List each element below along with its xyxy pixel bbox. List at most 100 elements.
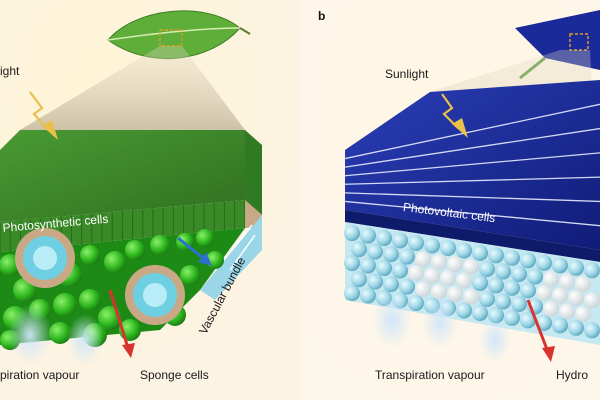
vascular-bundle-right [125,265,185,325]
pv-bead [383,246,399,263]
pv-bead [520,252,536,269]
pv-bead [552,317,568,334]
pv-bead [392,262,408,279]
pv-bead [520,282,536,299]
pv-bead [431,253,447,270]
pv-bead [584,322,600,339]
sponge-cell [150,235,170,255]
pv-grid-line [344,192,600,203]
pv-bead [456,272,472,289]
pv-bead [575,305,591,322]
pv-bead [536,254,552,271]
pv-bead [520,312,536,329]
pv-bead [367,273,383,290]
vapour-right [372,292,511,362]
pv-bead [440,269,456,286]
pv-bead [536,284,552,301]
pv-bead [584,292,600,309]
pv-bead [392,232,408,249]
pv-bead [472,274,488,291]
sponge-cell [53,293,77,317]
pv-bead [568,289,584,306]
red-arrow-right [526,299,555,362]
pv-bead [367,243,383,260]
pv-bead [504,309,520,326]
sponge-cell [125,240,145,260]
pv-bead [536,314,552,331]
blue-arrow [177,236,212,266]
pv-bead [456,242,472,259]
pv-bead [360,227,376,244]
pv-bead [552,287,568,304]
pv-bead [376,260,392,277]
pv-bead [488,247,504,264]
pv-bead [472,244,488,261]
pv-bead [399,248,415,265]
pv-bead [360,257,376,274]
vascular-bundle-left [15,228,75,288]
pv-bead [344,285,360,302]
red-arrow-left [108,289,135,358]
pv-bead [383,276,399,293]
label-sunlight-left: ight [0,64,20,78]
pv-bead [415,251,431,268]
pv-bead [351,241,367,258]
sunlight-arrow-right [441,93,468,138]
sponge-cell [49,322,71,344]
pv-bead [360,287,376,304]
pv-bead [511,265,527,282]
sunlight-arrow-left [29,91,58,140]
pv-bead [479,291,495,308]
pv-bead [495,263,511,280]
pv-bead [479,261,495,278]
pv-bead [584,262,600,279]
pv-bead [456,302,472,319]
pv-bead [559,273,575,290]
pv-bead [408,265,424,282]
pv-bead [447,256,463,273]
pv-grid-line [344,152,600,177]
pv-bead [511,295,527,312]
pv-bead [527,268,543,285]
pv-bead [351,271,367,288]
pv-bead [552,257,568,274]
pv-bead [408,235,424,252]
sponge-cell [180,265,200,285]
label-sunlight-right: Sunlight [385,67,429,81]
pv-bead [543,270,559,287]
sponge-cell [196,229,214,247]
pv-bead [463,288,479,305]
pv-bead [447,286,463,303]
pv-bead [376,230,392,247]
leaf-zoom-cone [20,46,245,130]
pv-bead [568,319,584,336]
panel-letter-b: b [318,9,326,23]
pv-grid-line [344,176,600,185]
pv-grid-line [344,103,600,160]
pv-bead [463,258,479,275]
pv-bead [440,239,456,256]
pv-front-band [345,210,600,262]
pv-bead [408,295,424,312]
sponge-cell [80,245,100,265]
pv-bead [472,304,488,321]
pv-bead [488,277,504,294]
label-hydro: Hydro [556,368,589,382]
pv-bead [344,255,360,272]
pv-bead [504,249,520,266]
leaf-top-surface [0,130,245,222]
pv-grid-lines [344,103,600,227]
sponge-cell [104,251,126,273]
vapour-left [8,305,103,366]
pv-bead [543,300,559,317]
pv-bead [495,293,511,310]
pv-bead [415,281,431,298]
label-transpiration-vapour-left: piration vapour [0,368,80,382]
label-sponge-cells: Sponge cells [140,368,209,382]
pv-bead [504,279,520,296]
pv-bead [568,259,584,276]
sponge-cell [79,289,101,311]
pv-bead [424,267,440,284]
pv-grid-line [344,127,600,168]
